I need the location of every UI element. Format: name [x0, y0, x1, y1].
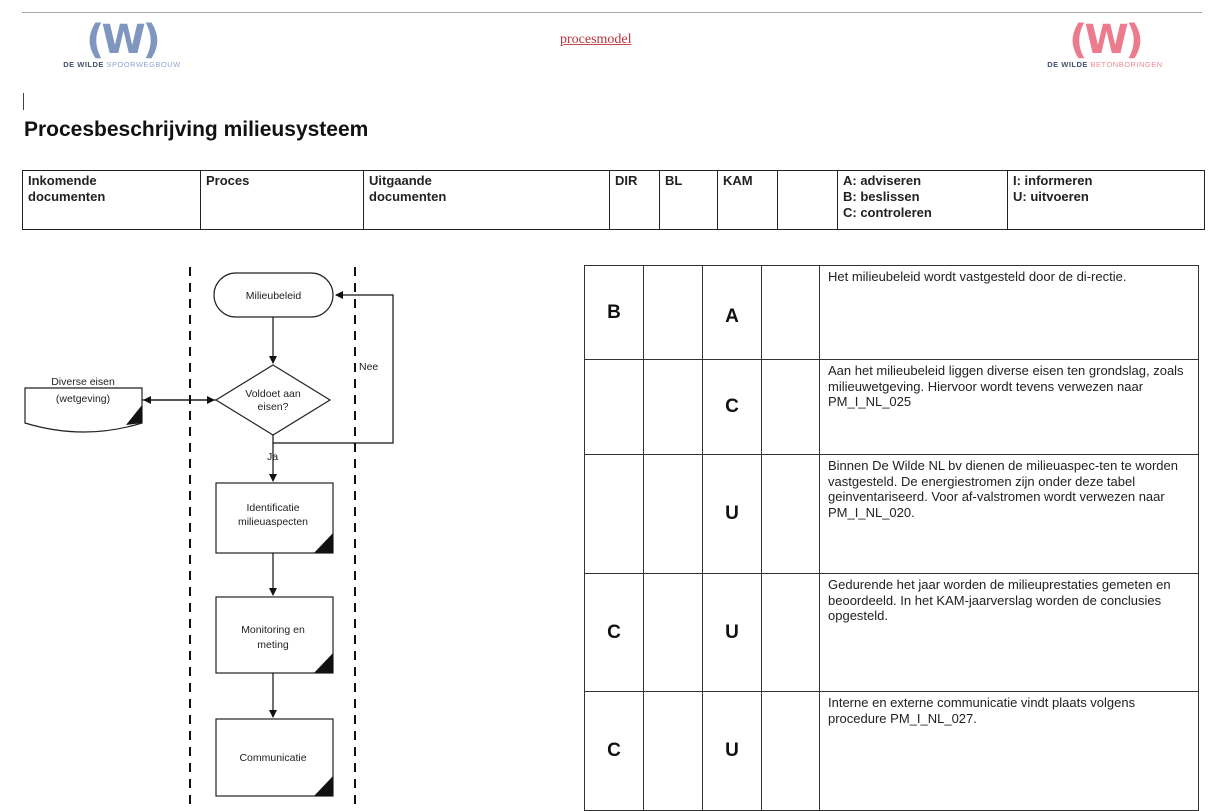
arrow-no-loop — [272, 291, 394, 444]
table-row: C U Gedurende het jaar worden de milieup… — [584, 573, 1199, 692]
no-label: Nee — [359, 361, 378, 373]
step-corner-marker — [314, 776, 333, 796]
cell-kam: U — [702, 691, 762, 811]
cell-description: Aan het milieubeleid liggen diverse eise… — [819, 359, 1199, 455]
cell-description: Interne en externe communicatie vindt pl… — [819, 691, 1199, 811]
cell-dir: C — [584, 573, 644, 692]
legend-item: B: beslissen — [843, 189, 920, 204]
legend-item: U: uitvoeren — [1013, 189, 1089, 204]
step-monitoring-en-meting[interactable]: Monitoring en meting — [215, 596, 334, 674]
cell-extra — [761, 265, 820, 360]
header-rule — [22, 12, 1202, 13]
outgoing-line1: Uitgaande — [369, 173, 432, 188]
decision-label-line1: Voldoet aan — [245, 388, 301, 400]
process-header: Proces — [200, 170, 364, 230]
table-row: C U Interne en externe communicatie vind… — [584, 691, 1199, 811]
incoming-line1: Inkomende — [28, 173, 97, 188]
role-bl-header: BL — [659, 170, 718, 230]
legend-item: C: controleren — [843, 205, 932, 220]
logo-caption: DE WILDE BETONBORINGEN — [1010, 60, 1200, 69]
logo-caption-primary: DE WILDE — [1047, 60, 1091, 69]
document-diverse-eisen[interactable]: Diverse eisen (wetgeving) — [24, 376, 143, 433]
logo-caption-accent: SPOORWEGBOUW — [106, 60, 181, 69]
logo-mark: (W) — [86, 17, 161, 63]
cell-kam: C — [702, 359, 762, 455]
cell-dir — [584, 359, 644, 455]
role-empty-header — [777, 170, 838, 230]
cell-extra — [761, 359, 820, 455]
start-milieubeleid[interactable]: Milieubeleid — [213, 272, 334, 318]
decision-label-line2: eisen? — [258, 401, 289, 413]
cell-dir: C — [584, 691, 644, 811]
role-kam-header: KAM — [717, 170, 778, 230]
table-row: U Binnen De Wilde NL bv dienen de milieu… — [584, 454, 1199, 574]
cell-bl — [643, 265, 703, 360]
step-communicatie[interactable]: Communicatie — [215, 718, 334, 797]
de-wilde-spoorwegbouw-logo: (W) DE WILDE SPOORWEGBOUW — [32, 20, 212, 69]
cell-description: Gedurende het jaar worden de milieuprest… — [819, 573, 1199, 692]
outgoing-line2: documenten — [369, 189, 447, 204]
step2-label-line1: Monitoring en — [241, 624, 305, 636]
logo-caption: DE WILDE SPOORWEGBOUW — [32, 60, 212, 69]
step1-label-line2: milieuaspecten — [238, 516, 308, 528]
cell-extra — [761, 573, 820, 692]
cell-extra — [761, 454, 820, 574]
step1-label-line1: Identificatie — [246, 502, 299, 514]
step-corner-marker — [314, 533, 333, 553]
step2-label-line2: meting — [257, 639, 289, 651]
cell-bl — [643, 691, 703, 811]
page-title: Procesbeschrijving milieusysteem — [24, 118, 369, 141]
step-identificatie-milieuaspecten[interactable]: Identificatie milieuaspecten — [215, 482, 334, 554]
logo-mark: (W) — [1069, 17, 1144, 63]
legend-item: A: adviseren — [843, 173, 922, 188]
legend-item: I: informeren — [1013, 173, 1093, 188]
text-cursor — [23, 93, 24, 110]
logo-caption-accent: BETONBORINGEN — [1090, 60, 1163, 69]
responsibility-table: B A Het milieubeleid wordt vastgesteld d… — [584, 265, 1199, 811]
cell-bl — [643, 573, 703, 692]
cell-dir: B — [584, 265, 644, 360]
cell-description: Binnen De Wilde NL bv dienen de milieuas… — [819, 454, 1199, 574]
cell-description: Het milieubeleid wordt vastgesteld door … — [819, 265, 1199, 360]
cell-kam: U — [702, 573, 762, 692]
cell-bl — [643, 359, 703, 455]
de-wilde-betonboringen-logo: (W) DE WILDE BETONBORINGEN — [1010, 20, 1200, 69]
decision-voldoet-aan-eisen[interactable]: Voldoet aan eisen? — [214, 364, 332, 436]
table-row: B A Het milieubeleid wordt vastgesteld d… — [584, 265, 1199, 360]
start-label: Milieubeleid — [246, 290, 302, 302]
incoming-line2: documenten — [28, 189, 106, 204]
document-label-line2: (wetgeving) — [56, 393, 110, 405]
cell-extra — [761, 691, 820, 811]
cell-dir — [584, 454, 644, 574]
document-corner-marker — [126, 405, 142, 425]
process-flowchart: Milieubeleid Voldoet aan eisen? Nee Dive… — [24, 267, 394, 805]
document-label-line1: Diverse eisen — [51, 376, 115, 388]
step3-label: Communicatie — [239, 752, 306, 764]
cell-bl — [643, 454, 703, 574]
role-dir-header: DIR — [609, 170, 660, 230]
procesmodel-link[interactable]: procesmodel — [560, 32, 632, 47]
logo-caption-primary: DE WILDE — [63, 60, 107, 69]
cell-kam: A — [702, 265, 762, 360]
cell-kam: U — [702, 454, 762, 574]
table-row: C Aan het milieubeleid liggen diverse ei… — [584, 359, 1199, 455]
step-corner-marker — [314, 653, 333, 673]
